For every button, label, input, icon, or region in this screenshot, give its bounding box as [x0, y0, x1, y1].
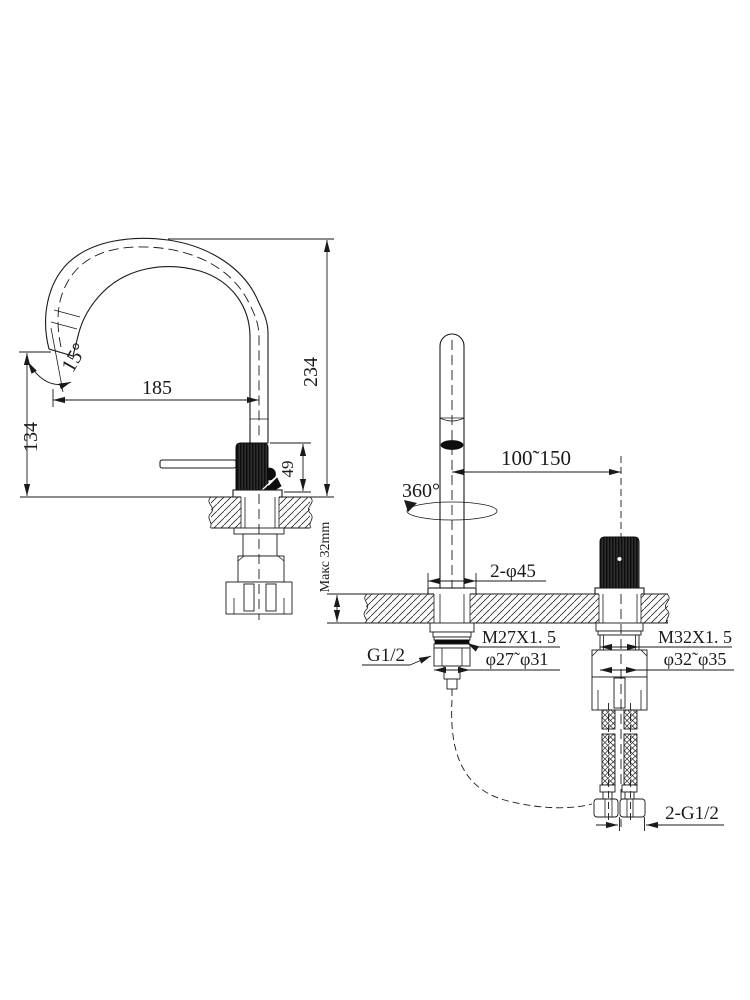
dim-label-hose-threads: 2-G1/2 [665, 803, 719, 824]
dim-label-overall-height: 234 [300, 357, 322, 387]
inlet-fitting [443, 665, 461, 680]
counter-hole-valve [599, 593, 641, 624]
hose-nut-right [619, 798, 646, 818]
counter-hole-spout [434, 593, 470, 624]
spout-tip-joint [50, 321, 78, 330]
nut-slot [243, 583, 255, 612]
dim-label-spout-thread: M27X1. 5 [482, 627, 556, 647]
hose-routing-curve [451, 699, 593, 809]
break-edge-right [308, 496, 313, 529]
dim-label-outlet-height: 134 [20, 422, 42, 452]
mounting-nut [591, 649, 648, 678]
threaded-shank [242, 533, 278, 557]
dim-label-spout-inlet: G1/2 [367, 645, 405, 666]
dim-label-spacing: 100˜150 [501, 446, 571, 470]
valve-knob [599, 536, 640, 589]
lever-handle [159, 459, 237, 469]
dim-label-swivel: 360° [402, 480, 440, 502]
base-flange [232, 489, 283, 498]
break-edge-left [363, 593, 369, 624]
gooseneck-spout [45, 237, 269, 444]
callout-valve-thread: M32X1. 5 φ32˜φ35 [600, 627, 734, 674]
dim-label-body-height: 49 [278, 461, 297, 478]
hose-nut-left [593, 798, 619, 818]
dim-label-valve-thread: M32X1. 5 [658, 627, 732, 647]
callout-spout-thread: M27X1. 5 φ27˜φ31 [434, 627, 560, 674]
spout-tip-joint2 [53, 309, 81, 318]
dim-label-reach: 185 [142, 377, 172, 399]
handle-assembly [159, 442, 283, 498]
valve-handle [594, 536, 645, 595]
dimension-spacing: 100˜150 [452, 446, 622, 537]
dim-label-holes: 2-φ45 [490, 561, 536, 582]
body-cut-line [260, 475, 278, 492]
dimension-max-thickness: Макс 32mm [318, 522, 368, 624]
spout-centerline [57, 246, 260, 438]
front-view: 185 134 234 49 15° [19, 237, 368, 624]
supply-hoses [451, 699, 646, 820]
swivel-annotation: 360° [402, 480, 498, 521]
countertop-side [363, 593, 670, 624]
break-edge-left [208, 496, 213, 529]
dimension-hose-threads: 2-G1/2 [596, 803, 724, 831]
rubber-washer [434, 639, 470, 645]
nut-slot [613, 677, 626, 709]
dimension-body-height: 49 [270, 442, 311, 493]
inlet-tip [446, 678, 458, 690]
dimension-holes: 2-φ45 [427, 561, 546, 587]
countertop-front [208, 496, 313, 529]
break-edge-right [665, 593, 670, 624]
dim-label-max-thickness: Макс 32mm [318, 522, 333, 593]
nut-upper [237, 555, 285, 583]
nut-slot [265, 583, 277, 612]
knob-dot [617, 557, 622, 561]
dimension-reach: 185 [52, 377, 259, 407]
rotation-ellipse [406, 501, 498, 521]
dimension-outlet-height: 134 [19, 351, 211, 498]
threaded-neck [599, 634, 640, 651]
spout-undermount [429, 622, 475, 700]
rotation-arrow [404, 500, 417, 512]
counter-hole [241, 496, 279, 529]
mounting-nut-front [225, 494, 293, 620]
dimension-overall-height: 234 [168, 238, 334, 498]
dim-label-valve-hole: φ32˜φ35 [664, 649, 727, 669]
dim-label-spout-hole: φ27˜φ31 [486, 649, 549, 669]
callout-spout-inlet: G1/2 [362, 645, 432, 666]
valve-undermount [591, 594, 648, 827]
side-view: 360° 100˜150 2-φ45 [362, 333, 734, 831]
hex-nut [433, 647, 471, 667]
faucet-body [235, 442, 269, 491]
